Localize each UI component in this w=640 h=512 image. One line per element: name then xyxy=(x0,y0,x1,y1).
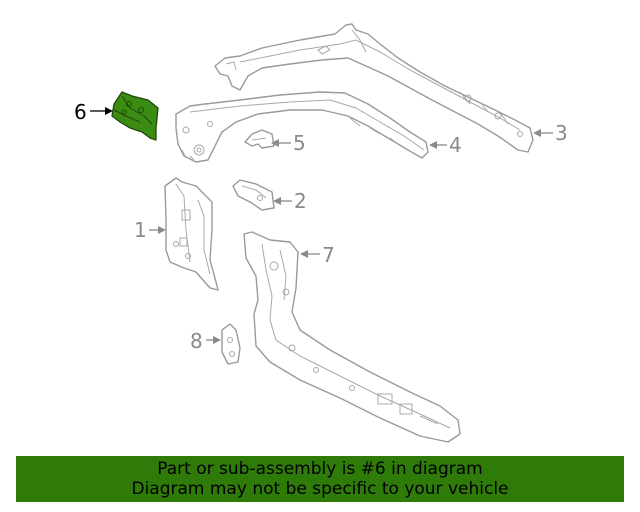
parts-diagram: 6 5 4 3 2 1 7 8 xyxy=(74,23,568,443)
callout-7[interactable]: 7 xyxy=(300,243,335,267)
callout-1-label: 1 xyxy=(134,218,147,242)
part-4-inner-rail[interactable] xyxy=(175,91,429,163)
callout-5-label: 5 xyxy=(293,131,306,155)
part-5-bracket[interactable] xyxy=(244,129,275,149)
callout-6[interactable]: 6 xyxy=(74,100,113,124)
callout-2-label: 2 xyxy=(294,189,307,213)
callout-4[interactable]: 4 xyxy=(429,133,462,157)
part-7-rocker-panel[interactable] xyxy=(243,231,461,443)
part-6-highlighted-bracket[interactable] xyxy=(111,91,159,141)
callout-4-label: 4 xyxy=(449,133,462,157)
callout-8[interactable]: 8 xyxy=(190,329,221,353)
callout-3-label: 3 xyxy=(555,121,568,145)
banner-line-disclaimer: Diagram may not be specific to your vehi… xyxy=(131,479,509,499)
banner-line-part: Part or sub-assembly is #6 in diagram xyxy=(157,459,483,479)
part-8-plate[interactable] xyxy=(221,323,241,365)
callout-6-label: 6 xyxy=(74,100,87,124)
callout-1[interactable]: 1 xyxy=(134,218,166,242)
info-banner: Part or sub-assembly is #6 in diagram Di… xyxy=(16,456,624,502)
callout-2[interactable]: 2 xyxy=(273,189,307,213)
callout-8-label: 8 xyxy=(190,329,203,353)
part-1-pillar[interactable] xyxy=(164,177,219,291)
callout-3[interactable]: 3 xyxy=(533,121,568,145)
callout-7-label: 7 xyxy=(322,243,335,267)
part-2-bracket[interactable] xyxy=(232,179,275,211)
callout-5[interactable]: 5 xyxy=(271,131,306,155)
part-3-roof-rail[interactable] xyxy=(214,23,534,153)
